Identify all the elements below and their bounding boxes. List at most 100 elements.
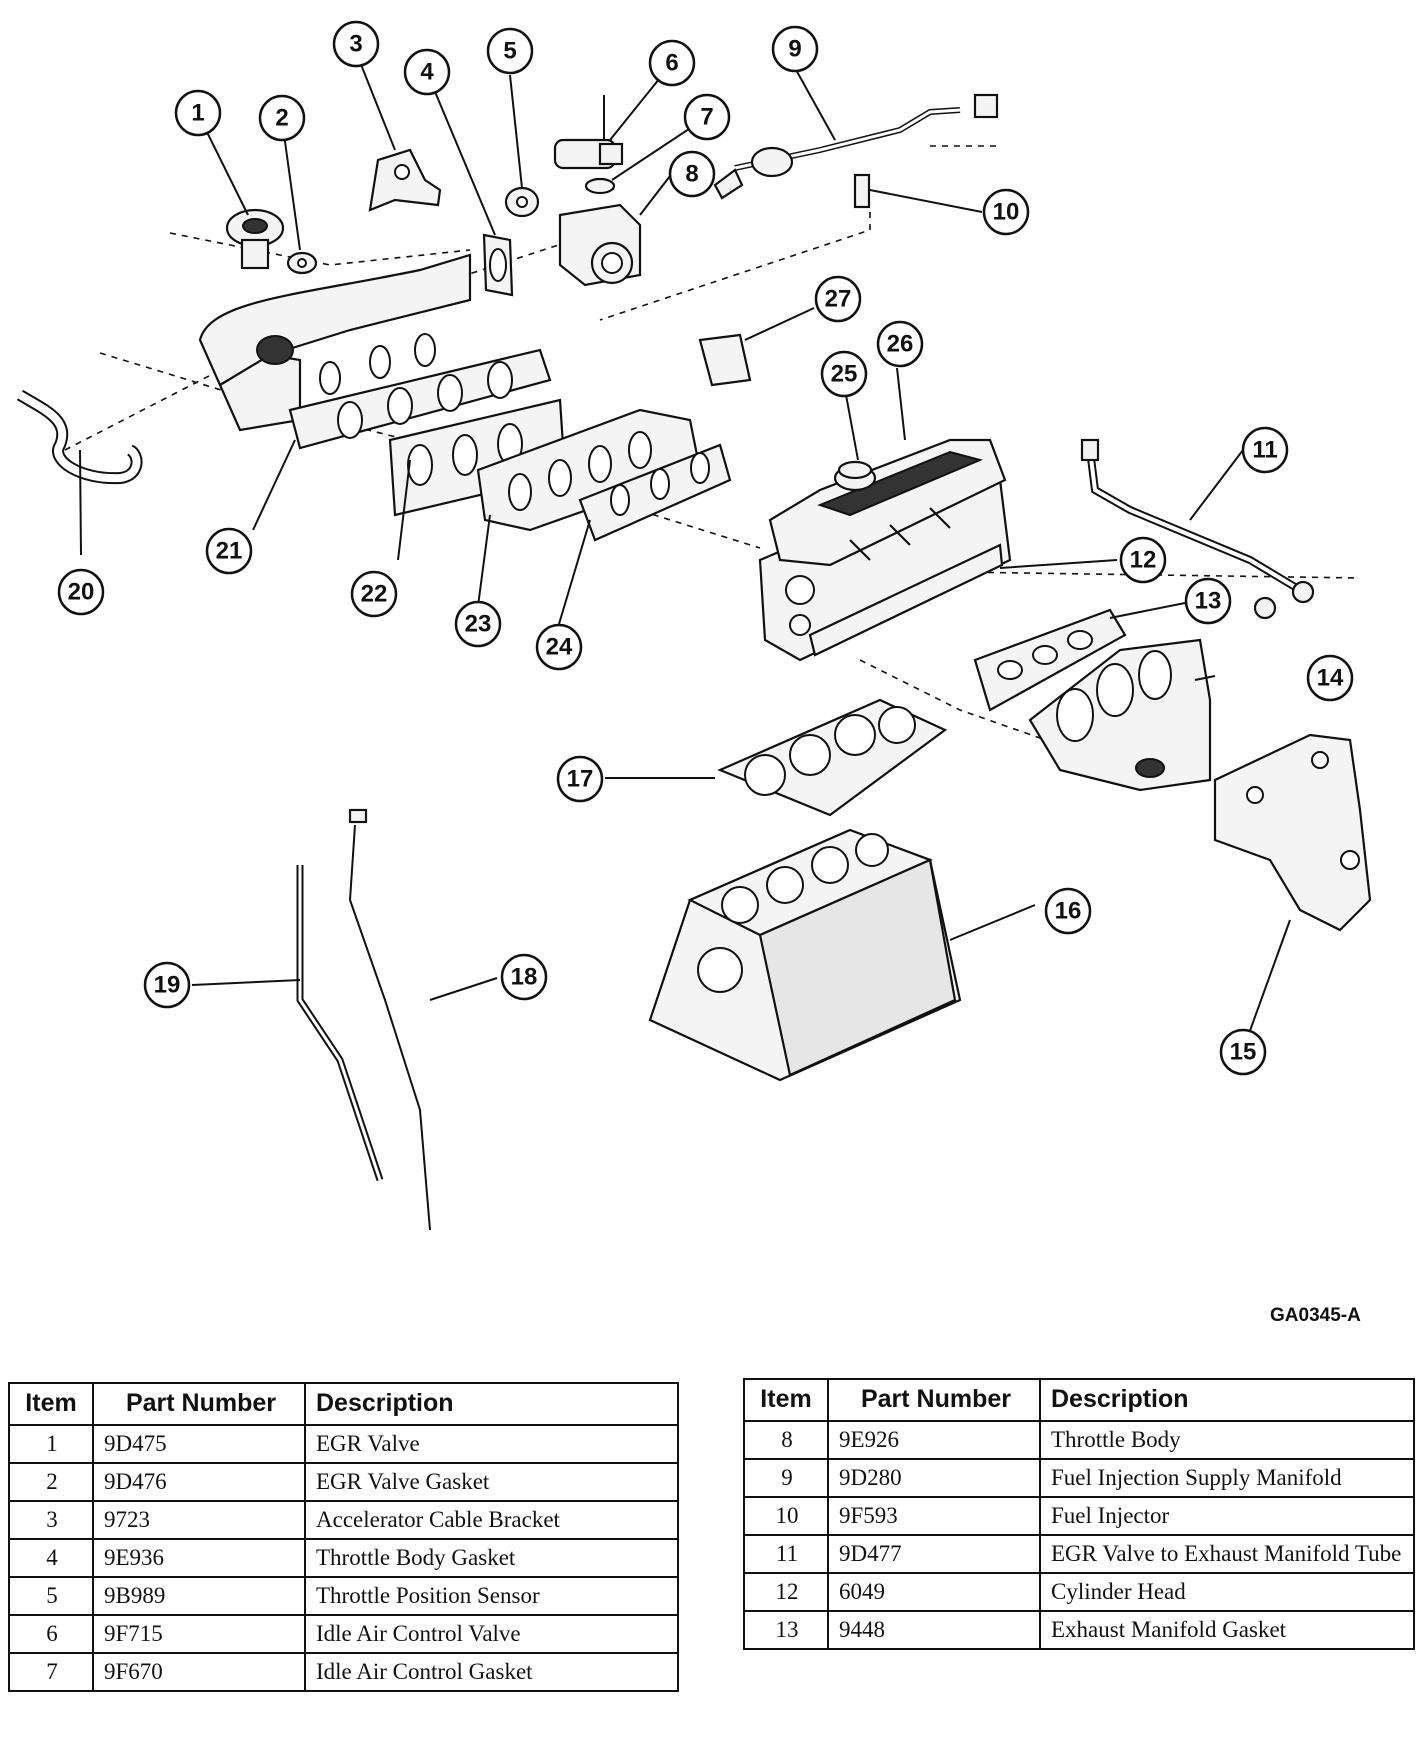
item-cell: 13 — [743, 1610, 829, 1650]
callout-18: 18 — [500, 953, 548, 1001]
callout-5: 5 — [486, 27, 534, 75]
svg-text:23: 23 — [465, 611, 492, 638]
upper-intake-gasket — [288, 348, 552, 450]
part-number-cell: 9D280 — [827, 1458, 1041, 1498]
callout-25: 25 — [820, 350, 868, 398]
callout-6: 6 — [648, 39, 696, 87]
header-item: Item — [743, 1378, 829, 1422]
egr-tube — [1080, 438, 1315, 620]
item-cell: 10 — [743, 1496, 829, 1536]
part-number-cell: 9E936 — [92, 1538, 306, 1578]
sensor-bracket — [698, 333, 752, 387]
svg-text:11: 11 — [1252, 437, 1277, 464]
description-cell: Idle Air Control Valve — [304, 1614, 679, 1654]
callout-8: 8 — [668, 150, 716, 198]
header-part-number: Part Number — [827, 1378, 1041, 1422]
svg-text:5: 5 — [503, 38, 516, 65]
part-number-cell: 9F593 — [827, 1496, 1041, 1536]
part-number-cell: 9D475 — [92, 1424, 306, 1464]
part-number-cell: 9723 — [92, 1500, 306, 1540]
description-cell: Exhaust Manifold Gasket — [1039, 1610, 1415, 1650]
fuel-injector — [599, 173, 871, 321]
oil-filler-cap — [833, 460, 877, 492]
description-cell: Fuel Injector — [1039, 1496, 1415, 1536]
svg-text:17: 17 — [567, 766, 594, 793]
throttle-body — [558, 203, 642, 287]
callout-20: 20 — [57, 568, 105, 616]
item-cell: 7 — [8, 1652, 94, 1692]
callout-10: 10 — [982, 188, 1030, 236]
callout-4: 4 — [403, 48, 451, 96]
svg-text:18: 18 — [511, 964, 538, 991]
callout-12: 12 — [1119, 536, 1167, 584]
svg-text:26: 26 — [887, 331, 914, 358]
cylinder-block — [648, 828, 962, 1082]
intake-manifold — [198, 253, 472, 432]
intake-gasket-24 — [578, 443, 732, 542]
part-number-cell: 9E926 — [827, 1420, 1041, 1460]
description-cell: EGR Valve — [304, 1424, 679, 1464]
header-part-number: Part Number — [92, 1382, 306, 1426]
exhaust-manifold-gasket — [973, 608, 1127, 712]
svg-text:1: 1 — [191, 100, 204, 127]
header-description: Description — [1039, 1378, 1415, 1422]
table-header-row: Item Part Number Description — [743, 1378, 1415, 1422]
part-number-cell: 9F670 — [92, 1652, 306, 1692]
table-header-row: Item Part Number Description — [8, 1382, 679, 1426]
svg-text:12: 12 — [1130, 547, 1157, 574]
svg-text:2: 2 — [275, 105, 288, 132]
svg-text:14: 14 — [1317, 665, 1344, 692]
part-number-cell: 9B989 — [92, 1576, 306, 1616]
item-cell: 2 — [8, 1462, 94, 1502]
item-cell: 12 — [743, 1572, 829, 1612]
item-cell: 9 — [743, 1458, 829, 1498]
exhaust-heat-shield — [1213, 733, 1372, 932]
lower-intake-manifold — [476, 408, 702, 532]
callout-13: 13 — [1184, 577, 1232, 625]
description-cell: Throttle Position Sensor — [304, 1576, 679, 1616]
callout-26: 26 — [876, 320, 924, 368]
svg-text:21: 21 — [216, 538, 243, 565]
callout-15: 15 — [1219, 1028, 1267, 1076]
description-cell: Fuel Injection Supply Manifold — [1039, 1458, 1415, 1498]
callout-7: 7 — [683, 93, 731, 141]
idle-air-control-valve — [553, 95, 624, 170]
part-number-cell: 6049 — [827, 1572, 1041, 1612]
item-cell: 4 — [8, 1538, 94, 1578]
svg-text:24: 24 — [546, 634, 573, 661]
part-number-cell: 9D476 — [92, 1462, 306, 1502]
header-item: Item — [8, 1382, 94, 1426]
pcv-hose — [16, 389, 143, 485]
figure-code: GA0345-A — [1270, 1305, 1361, 1326]
throttle-position-sensor — [504, 186, 540, 218]
head-gasket — [717, 698, 948, 817]
callout-16: 16 — [1044, 887, 1092, 935]
part-number-cell: 9D477 — [827, 1534, 1041, 1574]
part-number-cell: 9F715 — [92, 1614, 306, 1654]
egr-valve-gasket — [286, 251, 318, 275]
accelerator-cable-bracket — [368, 148, 442, 212]
description-cell: EGR Valve to Exhaust Manifold Tube — [1039, 1534, 1415, 1574]
description-cell: Accelerator Cable Bracket — [304, 1500, 679, 1540]
callout-22: 22 — [350, 570, 398, 618]
callout-3: 3 — [332, 20, 380, 68]
description-cell: Throttle Body — [1039, 1420, 1415, 1460]
item-cell: 1 — [8, 1424, 94, 1464]
leader-lines — [79, 56, 1291, 1051]
callout-24: 24 — [535, 623, 583, 671]
description-cell: EGR Valve Gasket — [304, 1462, 679, 1502]
item-cell: 6 — [8, 1614, 94, 1654]
